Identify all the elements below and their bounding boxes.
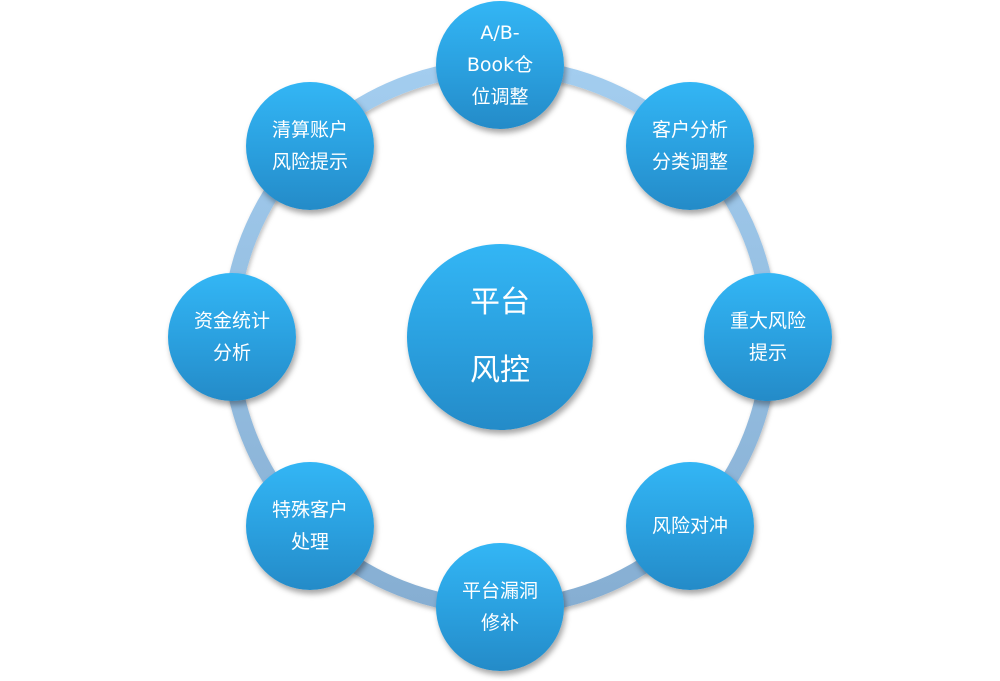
node-label: 处理: [290, 531, 329, 553]
node-special-customer-handling[interactable]: 特殊客户 处理: [246, 462, 374, 590]
node-label: 风险提示: [271, 151, 348, 173]
node-label: 位调整: [471, 86, 529, 108]
node-ab-book[interactable]: A/B- Book仓 位调整: [436, 1, 564, 129]
node-clearing-account-risk-alert[interactable]: 清算账户 风险提示: [246, 82, 374, 210]
node-customer-classification[interactable]: 客户分析 分类调整: [626, 82, 754, 210]
node-label: Book仓: [466, 54, 534, 76]
node-fund-statistics[interactable]: 资金统计 分析: [168, 273, 296, 401]
node-label: 平台漏洞: [461, 580, 538, 602]
center-label-line-1: 平台: [470, 285, 530, 320]
node-label: 清算账户: [271, 119, 348, 141]
center-node-platform-risk-control[interactable]: 平台 风控: [407, 244, 593, 430]
node-label: 特殊客户: [271, 499, 348, 521]
node-label: A/B-: [480, 22, 520, 44]
node-major-risk-alert[interactable]: 重大风险 提示: [704, 273, 832, 401]
node-risk-hedging[interactable]: 风险对冲: [626, 462, 754, 590]
node-label: 修补: [480, 612, 519, 634]
node-label: 资金统计: [193, 310, 270, 332]
node-platform-loophole-fix[interactable]: 平台漏洞 修补: [436, 543, 564, 671]
node-label: 提示: [748, 342, 787, 364]
node-label: 客户分析: [651, 119, 728, 141]
center-label-line-2: 风控: [470, 353, 530, 388]
node-label: 分析: [212, 342, 251, 364]
node-label: 重大风险: [729, 310, 806, 332]
node-label: 风险对冲: [651, 515, 728, 537]
node-label: 分类调整: [651, 151, 728, 173]
